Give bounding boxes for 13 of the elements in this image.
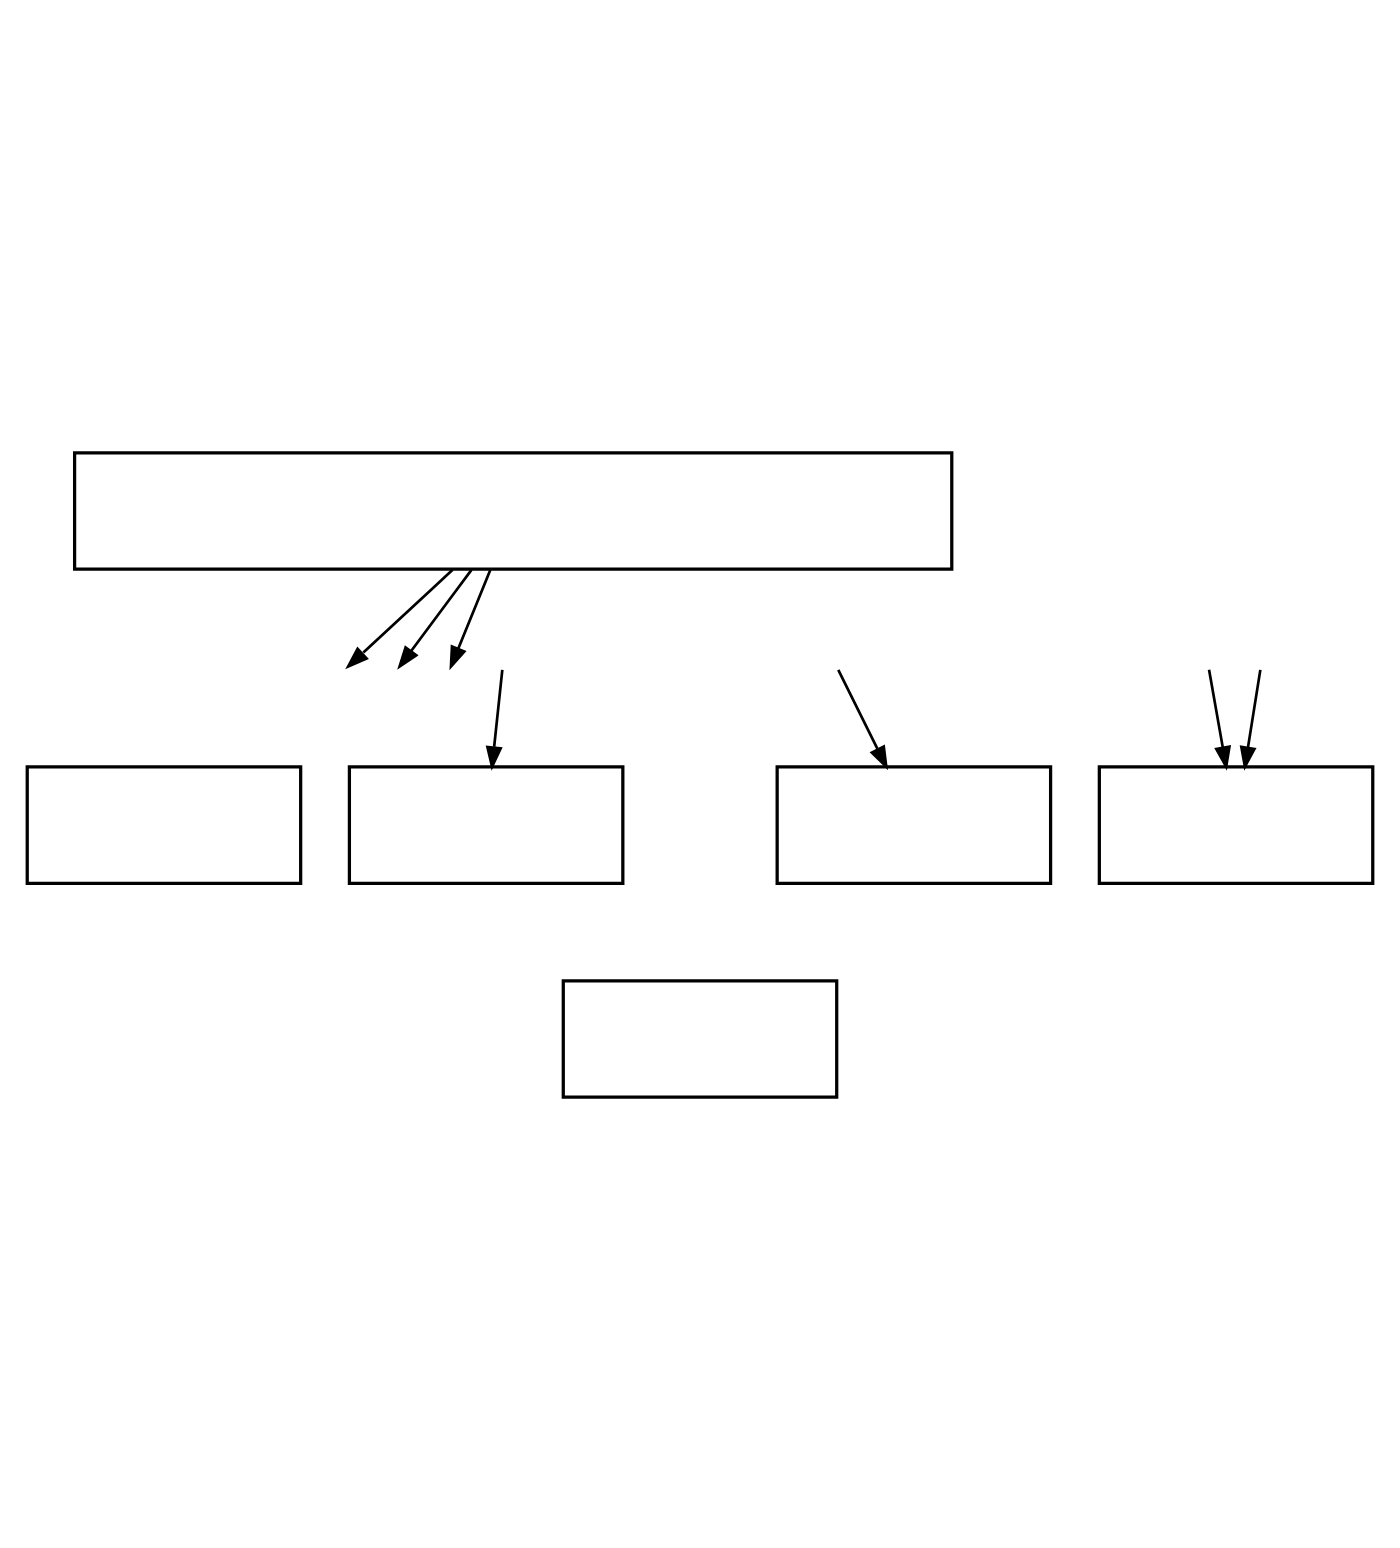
node-box (347, 764, 625, 884)
node-box (775, 764, 1053, 884)
node-box (561, 978, 839, 1098)
arrow (1239, 668, 1262, 770)
node-box (73, 450, 954, 570)
node-box (1097, 764, 1375, 884)
arrow (485, 668, 504, 770)
arrow (837, 668, 889, 770)
node-box (25, 764, 303, 884)
arrow (397, 568, 473, 669)
arrow (345, 567, 454, 669)
arrow (1207, 668, 1232, 770)
arrow (449, 568, 492, 670)
